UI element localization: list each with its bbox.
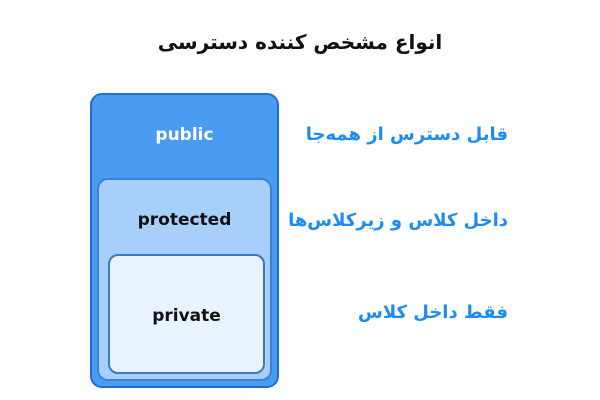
private-description: فقط داخل کلاس	[358, 302, 508, 323]
protected-label: protected	[137, 210, 232, 230]
private-label: private	[152, 306, 221, 326]
private-box: private	[108, 254, 265, 374]
public-label: public	[155, 125, 214, 145]
diagram-title: انواع مشخص کننده دسترسی	[157, 30, 443, 54]
protected-description: داخل کلاس و زیرکلاس‌ها	[288, 210, 508, 231]
public-description: قابل دسترس از همه‌جا	[305, 124, 508, 145]
